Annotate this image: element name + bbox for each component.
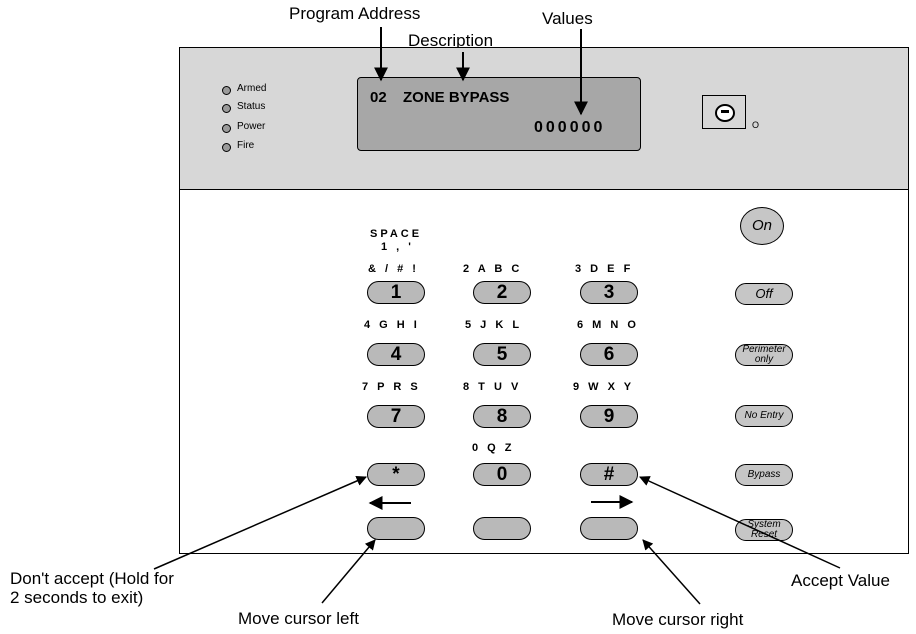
lcd-program-address: 02 bbox=[370, 89, 387, 106]
power-indicator-label: Power bbox=[237, 121, 266, 132]
move-right-arrow bbox=[642, 539, 701, 605]
key-3-letters: 3 D E F bbox=[575, 263, 634, 275]
key-2-button[interactable]: 2 bbox=[473, 281, 531, 304]
lcd-description: ZONE BYPASS bbox=[403, 89, 510, 106]
key-6-button[interactable]: 6 bbox=[580, 343, 638, 366]
keyswitch-label: O bbox=[752, 120, 760, 130]
on-button[interactable]: On bbox=[740, 207, 784, 245]
accept-value-arrow bbox=[639, 476, 841, 569]
key-7-button[interactable]: 7 bbox=[367, 405, 425, 428]
lcd-values: 000000 bbox=[534, 119, 606, 136]
keyswitch[interactable] bbox=[702, 95, 746, 129]
space-chars: 1 , ' bbox=[381, 241, 414, 253]
key-0-button[interactable]: 0 bbox=[473, 463, 531, 486]
status-indicator-label: Status bbox=[237, 101, 266, 112]
space-label: SPACE bbox=[370, 228, 423, 240]
program-address-label: Program Address bbox=[289, 4, 421, 23]
cursor-right-button[interactable] bbox=[580, 517, 638, 540]
move-left-arrow bbox=[321, 539, 376, 604]
description-label: Description bbox=[408, 31, 494, 50]
key-icon bbox=[715, 104, 735, 122]
key-7-letters: 7 P R S bbox=[362, 381, 421, 393]
key-4-button[interactable]: 4 bbox=[367, 343, 425, 366]
keypad-bottom-panel bbox=[179, 190, 909, 554]
dont-accept-label: Don't accept (Hold for 2 seconds to exit… bbox=[10, 569, 174, 607]
key-8-button[interactable]: 8 bbox=[473, 405, 531, 428]
system-reset-button[interactable]: System Reset bbox=[735, 519, 793, 541]
key-6-letters: 6 M N O bbox=[577, 319, 639, 331]
key-5-letters: 5 J K L bbox=[465, 319, 523, 331]
key-2-letters: 2 A B C bbox=[463, 263, 523, 275]
key-9-letters: 9 W X Y bbox=[573, 381, 635, 393]
armed-indicator-label: Armed bbox=[237, 83, 267, 94]
accept-value-label: Accept Value bbox=[791, 571, 890, 590]
key-hash-button[interactable]: # bbox=[580, 463, 638, 486]
blank-center-button[interactable] bbox=[473, 517, 531, 540]
key-3-button[interactable]: 3 bbox=[580, 281, 638, 304]
fire-led-icon bbox=[222, 143, 231, 152]
off-button[interactable]: Off bbox=[735, 283, 793, 305]
power-led-icon bbox=[222, 124, 231, 133]
status-led-icon bbox=[222, 104, 231, 113]
values-label: Values bbox=[542, 9, 593, 28]
key-star-button[interactable]: * bbox=[367, 463, 425, 486]
armed-led-icon bbox=[222, 86, 231, 95]
space-symbols: & / # ! bbox=[368, 263, 419, 275]
key-4-letters: 4 G H I bbox=[364, 319, 420, 331]
move-cursor-left-label: Move cursor left bbox=[238, 609, 359, 628]
move-cursor-right-label: Move cursor right bbox=[612, 610, 744, 629]
perimeter-only-button[interactable]: Perimeter only bbox=[735, 344, 793, 366]
fire-indicator-label: Fire bbox=[237, 140, 255, 151]
key-1-button[interactable]: 1 bbox=[367, 281, 425, 304]
bypass-button[interactable]: Bypass bbox=[735, 464, 793, 486]
key-8-letters: 8 T U V bbox=[463, 381, 522, 393]
key-0-letters: 0 Q Z bbox=[472, 442, 515, 454]
dont-accept-arrow bbox=[153, 475, 367, 570]
lcd-display: 02 ZONE BYPASS 000000 bbox=[357, 77, 641, 151]
key-9-button[interactable]: 9 bbox=[580, 405, 638, 428]
no-entry-button[interactable]: No Entry bbox=[735, 405, 793, 427]
key-5-button[interactable]: 5 bbox=[473, 343, 531, 366]
cursor-left-button[interactable] bbox=[367, 517, 425, 540]
